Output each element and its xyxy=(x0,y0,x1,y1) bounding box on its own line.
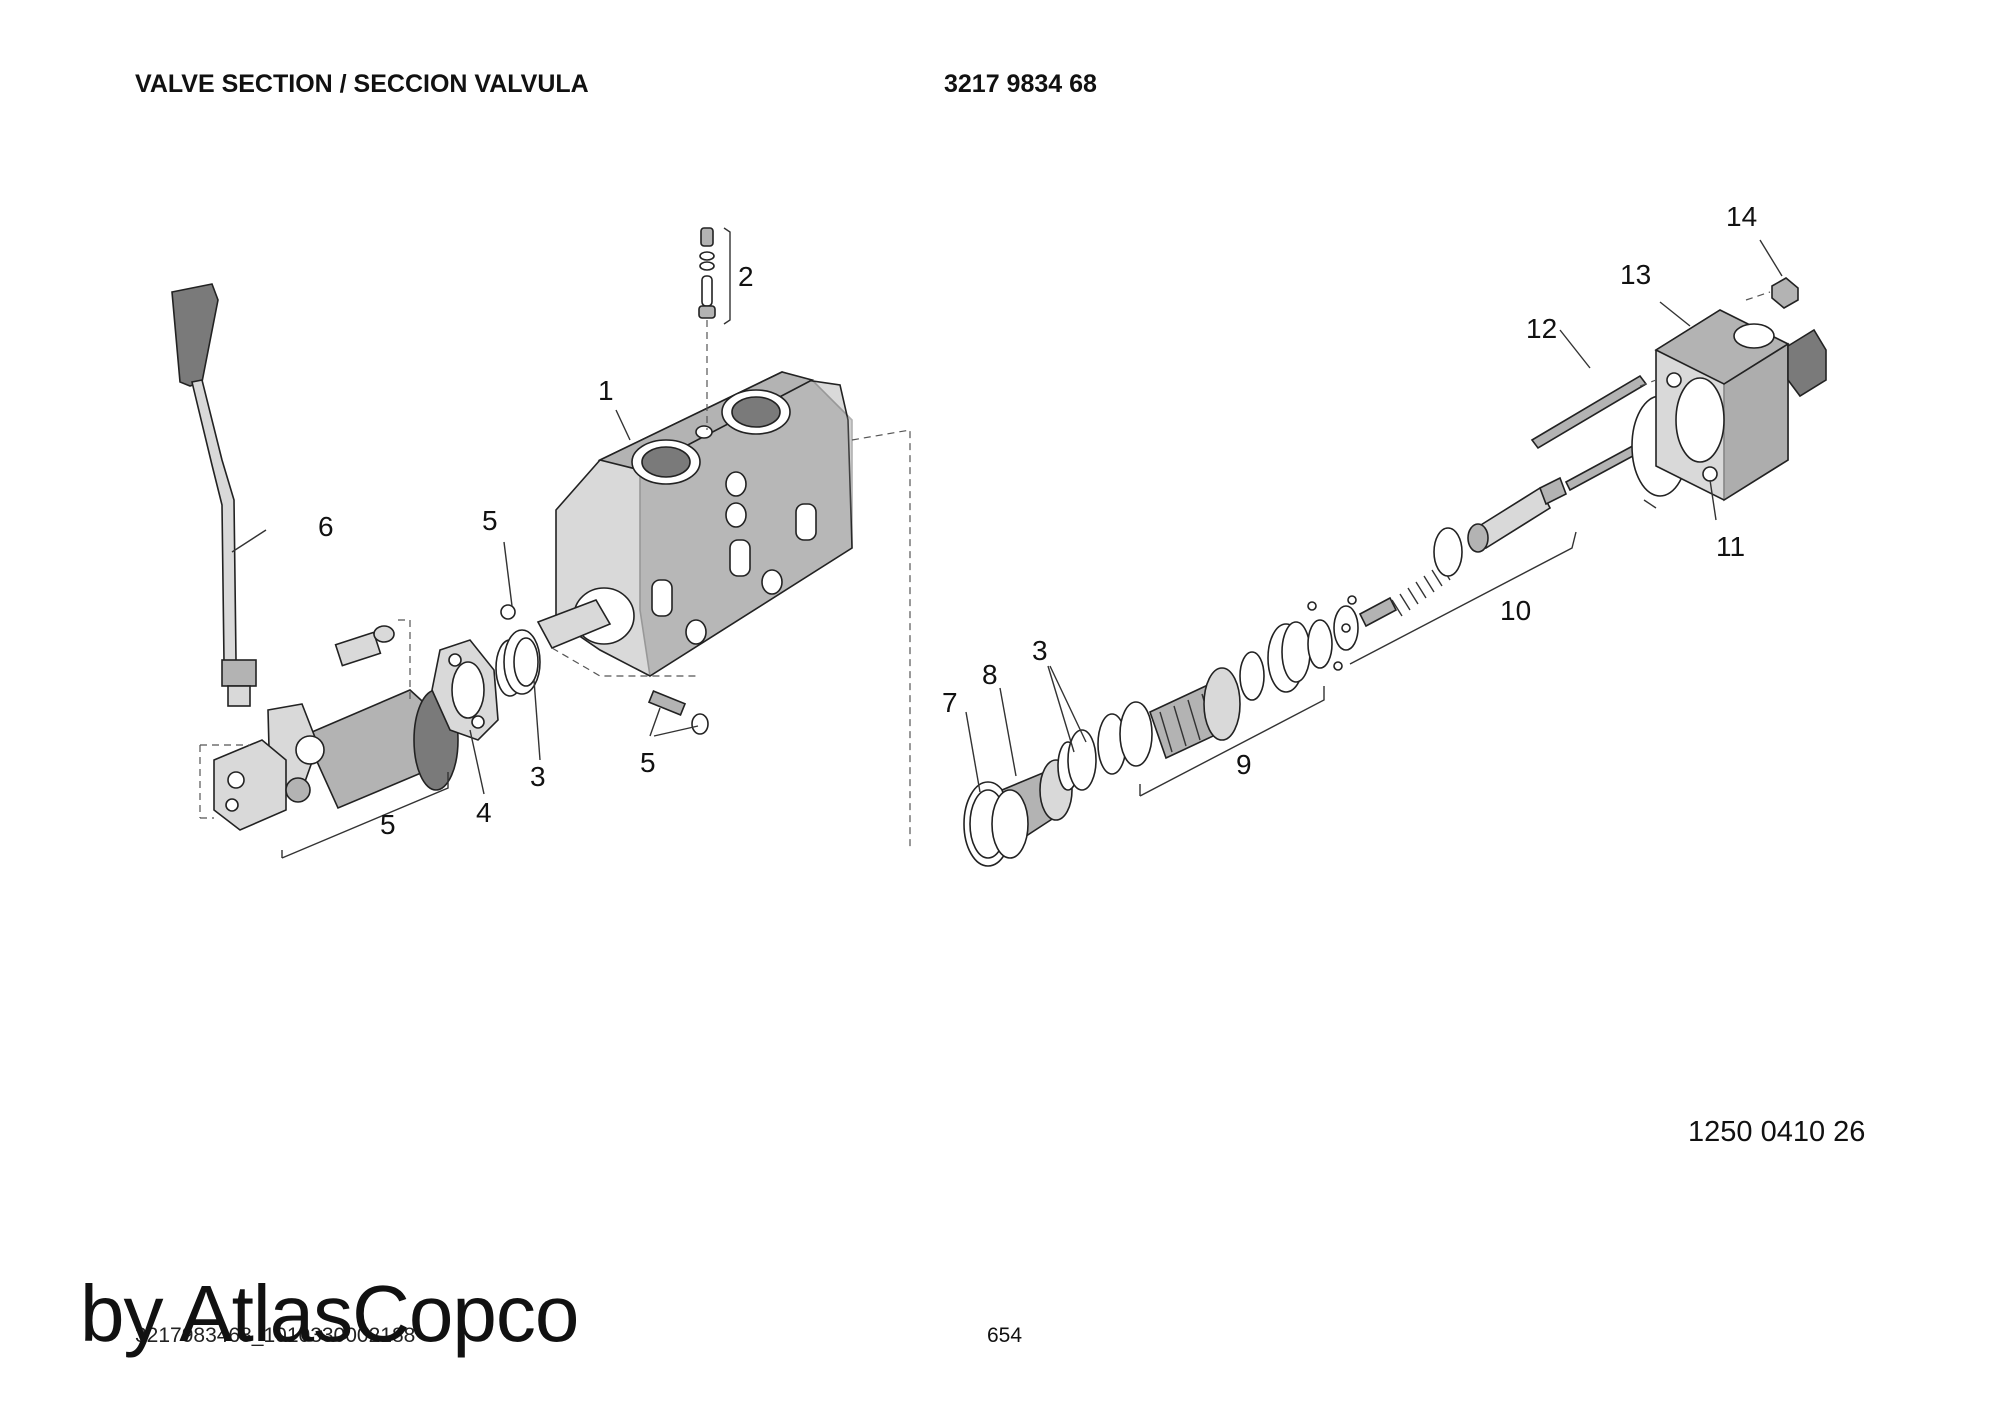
callout-6: 6 xyxy=(318,511,334,542)
end-cap-part xyxy=(963,759,1073,867)
callout-5-right: 5 xyxy=(640,747,656,778)
callout-11: 11 xyxy=(1716,531,1745,562)
callout-2: 2 xyxy=(738,261,754,292)
callout-8: 8 xyxy=(982,659,998,690)
callout-5-bottom: 5 xyxy=(380,809,396,840)
seal-rings-left-part xyxy=(495,604,541,697)
watermark: by AtlasCopco xyxy=(80,1269,579,1358)
end-housing-part xyxy=(1530,277,1827,502)
hand-lever-part xyxy=(171,283,257,707)
spring-piston-part xyxy=(1358,440,1646,628)
screw-stack-part xyxy=(698,227,716,430)
callout-10: 10 xyxy=(1500,595,1531,626)
callout-14: 14 xyxy=(1726,201,1757,232)
flange-gasket-part xyxy=(431,639,499,741)
valve-body-part xyxy=(536,371,911,850)
callout-4: 4 xyxy=(476,797,492,828)
footer-file-code: 3217983468_1010330002188 xyxy=(135,1324,416,1347)
callout-13: 13 xyxy=(1620,259,1651,290)
callout-5-top: 5 xyxy=(482,505,498,536)
leader-lines xyxy=(231,227,1783,859)
page-number: 654 xyxy=(987,1324,1023,1347)
callout-3-left: 3 xyxy=(530,761,546,792)
illustration-reference-number: 1250 0410 26 xyxy=(1688,1116,1866,1148)
callout-1: 1 xyxy=(598,375,614,406)
page-title: VALVE SECTION / SECCION VALVULA xyxy=(135,70,589,98)
callout-labels: 1 2 3 3 4 5 5 5 6 7 8 9 10 11 12 13 14 xyxy=(318,201,1757,840)
spool-seal-assembly-part xyxy=(1057,595,1359,791)
callout-7: 7 xyxy=(942,687,958,718)
callout-3-right: 3 xyxy=(1032,635,1048,666)
lever-bracket-assembly-part xyxy=(199,619,459,831)
callout-9: 9 xyxy=(1236,749,1252,780)
document-number: 3217 9834 68 xyxy=(944,70,1097,98)
callout-12: 12 xyxy=(1526,313,1557,344)
pin-and-clip-part xyxy=(647,690,709,735)
